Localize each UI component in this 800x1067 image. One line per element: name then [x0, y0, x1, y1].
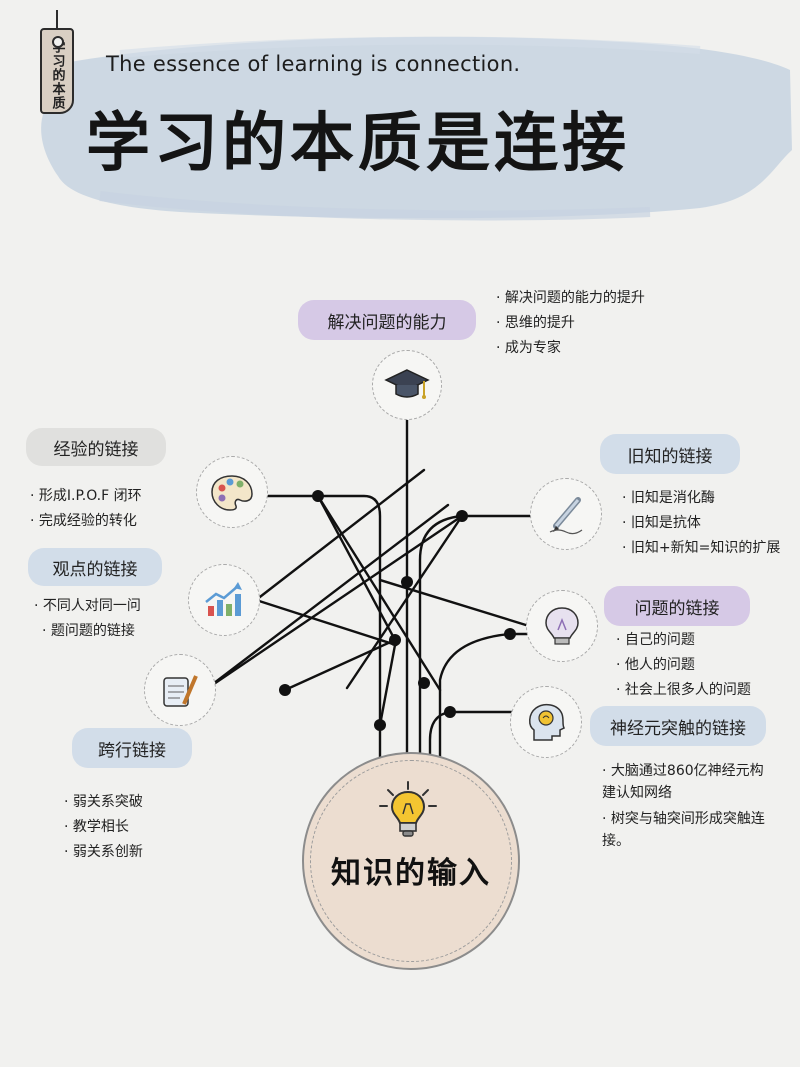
- node-question-label: 问题的链接: [604, 586, 750, 626]
- list-item: 弱关系突破: [64, 790, 143, 815]
- paint-palette-icon: [196, 456, 268, 528]
- node-viewpoint-label: 观点的链接: [28, 548, 162, 586]
- list-item: 题问题的链接: [34, 619, 141, 644]
- center-circle-dashed-ring: [310, 760, 512, 962]
- node-dot: [504, 628, 516, 640]
- node-dot: [444, 706, 456, 718]
- line-exp-cross-1: [316, 494, 397, 642]
- tag-text: 学习的本质: [49, 40, 65, 110]
- node-problem-solving-label: 解决问题的能力: [298, 300, 476, 340]
- list-item: 完成经验的转化: [30, 509, 142, 534]
- node-neuron-bullets: 大脑通过860亿神经元构 建认知网络 树突与轴突间形成突触连 接。: [602, 760, 765, 852]
- line-neuron: [428, 710, 522, 762]
- list-item: 不同人对同一问: [34, 594, 141, 619]
- list-item: 旧知是抗体: [622, 511, 780, 536]
- line-cross-c: [283, 638, 397, 692]
- node-dot: [456, 510, 468, 522]
- bar-chart-growth-icon: [188, 564, 260, 636]
- pencil-icon: [530, 478, 602, 550]
- page-title: 学习的本质是连接: [86, 107, 630, 181]
- node-old-knowledge-bullets: 旧知是消化酶 旧知是抗体 旧知+新知=知识的扩展: [622, 486, 780, 561]
- node-crossover-label: 跨行链接: [72, 728, 192, 768]
- node-question-bullets: 自己的问题 他人的问题 社会上很多人的问题: [616, 628, 751, 703]
- list-item: 他人的问题: [616, 653, 751, 678]
- list-item: 思维的提升: [496, 311, 645, 336]
- line-view: [254, 598, 398, 647]
- list-item: 旧知是消化酶: [622, 486, 780, 511]
- node-dot: [401, 576, 413, 588]
- node-crossover-bullets: 弱关系突破 教学相长 弱关系创新: [64, 790, 143, 865]
- list-item: 大脑通过860亿神经元构 建认知网络: [602, 760, 765, 804]
- node-problem-solving-bullets: 解决问题的能力的提升 思维的提升 成为专家: [496, 286, 645, 361]
- tag-string: [56, 10, 58, 38]
- node-dot: [312, 490, 324, 502]
- list-item: 成为专家: [496, 336, 645, 361]
- node-neuron-label: 神经元突触的链接: [590, 706, 766, 746]
- list-item: 教学相长: [64, 815, 143, 840]
- line-old-diag: [345, 514, 464, 690]
- list-item: 解决问题的能力的提升: [496, 286, 645, 311]
- light-bulb-outline-icon: [526, 590, 598, 662]
- graduation-cap-icon: [372, 350, 442, 420]
- node-dot: [279, 684, 291, 696]
- list-item: 社会上很多人的问题: [616, 678, 751, 703]
- list-item: 旧知+新知=知识的扩展: [622, 536, 780, 561]
- center-label: 知识的输入: [331, 856, 491, 891]
- line-view-cross: [254, 468, 426, 602]
- node-experience-bullets: 形成I.P.O.F 闭环 完成经验的转化: [30, 484, 142, 534]
- tag-hole: [52, 36, 64, 48]
- line-cross-b: [203, 514, 464, 692]
- node-experience-label: 经验的链接: [26, 428, 166, 466]
- line-cross-a: [203, 503, 450, 692]
- subtitle: The essence of learning is connection.: [106, 52, 521, 76]
- node-old-knowledge-label: 旧知的链接: [600, 434, 740, 474]
- brush-stroke-background: [41, 36, 793, 221]
- list-item: 自己的问题: [616, 628, 751, 653]
- node-dot: [374, 719, 386, 731]
- brain-head-icon: [510, 686, 582, 758]
- node-dot: [418, 677, 430, 689]
- list-item: 形成I.P.O.F 闭环: [30, 484, 142, 509]
- node-viewpoint-bullets: 不同人对同一问 题问题的链接: [34, 594, 141, 644]
- glowing-light-bulb-icon: [379, 781, 437, 837]
- line-experience: [236, 494, 382, 762]
- list-item: 树突与轴突间形成突触连 接。: [602, 808, 765, 852]
- node-dot: [389, 634, 401, 646]
- line-view-drop: [378, 643, 397, 727]
- scroll-pencil-icon: [144, 654, 216, 726]
- line-q: [378, 578, 557, 636]
- list-item: 弱关系创新: [64, 840, 143, 865]
